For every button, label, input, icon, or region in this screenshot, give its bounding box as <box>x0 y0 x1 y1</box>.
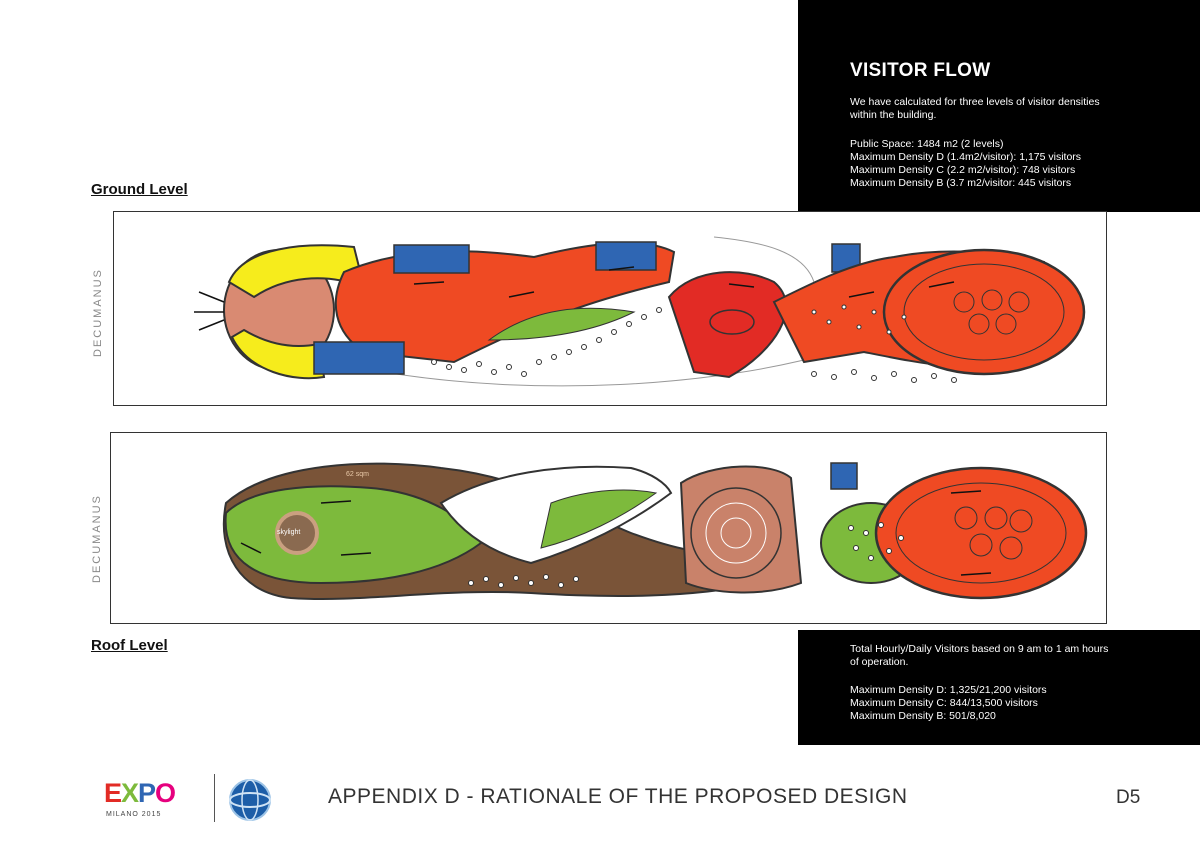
ground-service-block <box>393 244 470 274</box>
ground-level-label: Ground Level <box>91 181 188 198</box>
page-number: D5 <box>1116 787 1141 808</box>
ground-right-oval-hall <box>882 248 1086 376</box>
logo-letter: E <box>104 778 122 808</box>
ground-outline-curve <box>713 236 815 283</box>
footer-title: APPENDIX D - RATIONALE OF THE PROPOSED D… <box>328 785 908 808</box>
ground-decumanus-label: DECUMANUS <box>92 268 104 357</box>
visitor-flow-title: VISITOR FLOW <box>850 60 991 81</box>
roof-green-wedge <box>540 489 658 549</box>
roof-drum-ring <box>720 517 752 549</box>
roof-skylight <box>275 511 319 555</box>
roof-drum-ring <box>705 502 767 564</box>
roof-round-table <box>1009 509 1033 533</box>
roof-round-table <box>984 506 1008 530</box>
ground-yellow-zone-bottom <box>230 328 326 380</box>
roof-service-block <box>830 462 858 490</box>
stat-line: Public Space: 1484 m2 (2 levels) <box>850 138 1004 150</box>
roof-round-table <box>969 533 993 557</box>
ground-round-table <box>995 313 1017 335</box>
ground-level-drawing <box>194 236 1086 387</box>
hourly-line: Maximum Density D: 1,325/21,200 visitors <box>850 684 1047 696</box>
hourly-visitors-intro: Total Hourly/Daily Visitors based on 9 a… <box>850 643 1108 669</box>
stat-line: Maximum Density B (3.7 m2/visitor: 445 v… <box>850 177 1072 189</box>
roof-round-table <box>999 536 1023 560</box>
ground-round-table <box>981 289 1003 311</box>
roof-level-drawing <box>222 462 1088 601</box>
ground-yellow-zone-top <box>227 244 366 299</box>
hourly-intro-line: Total Hourly/Daily Visitors based on 9 a… <box>850 643 1109 655</box>
visitor-flow-intro: We have calculated for three levels of v… <box>850 96 1100 122</box>
logo-letter: O <box>155 778 176 808</box>
ground-outline-curve <box>383 351 835 387</box>
skylight-label: skylight <box>277 529 301 536</box>
globe-icon <box>229 779 271 821</box>
hourly-line: Maximum Density B: 501/8,020 <box>850 710 996 722</box>
hourly-intro-line: of operation. <box>850 656 909 668</box>
roof-level-plan: DECUMANUS skylight 62 sqm <box>91 432 1107 624</box>
ground-flow-arrows <box>194 266 955 331</box>
ground-round-table <box>968 313 990 335</box>
ground-service-block <box>595 241 657 271</box>
roof-level-label: Roof Level <box>91 637 168 654</box>
ground-service-block <box>313 341 405 375</box>
stat-line: Maximum Density D (1.4m2/visitor): 1,175… <box>850 151 1082 163</box>
roof-right-oval <box>874 466 1088 600</box>
hourly-line: Maximum Density C: 844/13,500 visitors <box>850 697 1038 709</box>
roof-round-table <box>954 506 978 530</box>
logo-divider <box>214 774 215 822</box>
ground-pod-object <box>709 309 755 335</box>
ground-right-oval-inner <box>903 263 1065 361</box>
hourly-visitors-stats: Maximum Density D: 1,325/21,200 visitors… <box>850 684 1047 723</box>
stat-line: Maximum Density C (2.2 m2/visitor): 748 … <box>850 164 1076 176</box>
logo-letter: X <box>121 778 139 808</box>
ground-red-pod <box>667 271 787 379</box>
ground-visitor-dots <box>431 304 957 383</box>
roof-decumanus-label: DECUMANUS <box>91 494 103 583</box>
intro-line: We have calculated for three levels of v… <box>850 96 1100 108</box>
roof-right-oval-inner <box>895 482 1067 584</box>
ground-level-plan: DECUMANUS <box>92 211 1107 406</box>
visitor-density-stats: Public Space: 1484 m2 (2 levels) Maximum… <box>850 138 1081 190</box>
expo-logo-subtitle: MILANO 2015 <box>106 811 162 818</box>
ground-round-table <box>1008 291 1030 313</box>
roof-drum-circle <box>690 487 782 579</box>
intro-line: within the building. <box>850 109 937 121</box>
ground-green-wedge <box>487 307 636 341</box>
roof-visitor-dots <box>468 522 904 588</box>
expo-milano-logo: EXPO MILANO 2015 <box>104 778 204 823</box>
expo-logo-letters: EXPO <box>104 778 176 809</box>
ground-round-table <box>953 291 975 313</box>
logo-letter: P <box>138 778 156 808</box>
roof-flow-arrows <box>240 490 992 576</box>
roof-dimension-label: 62 sqm <box>346 471 369 478</box>
